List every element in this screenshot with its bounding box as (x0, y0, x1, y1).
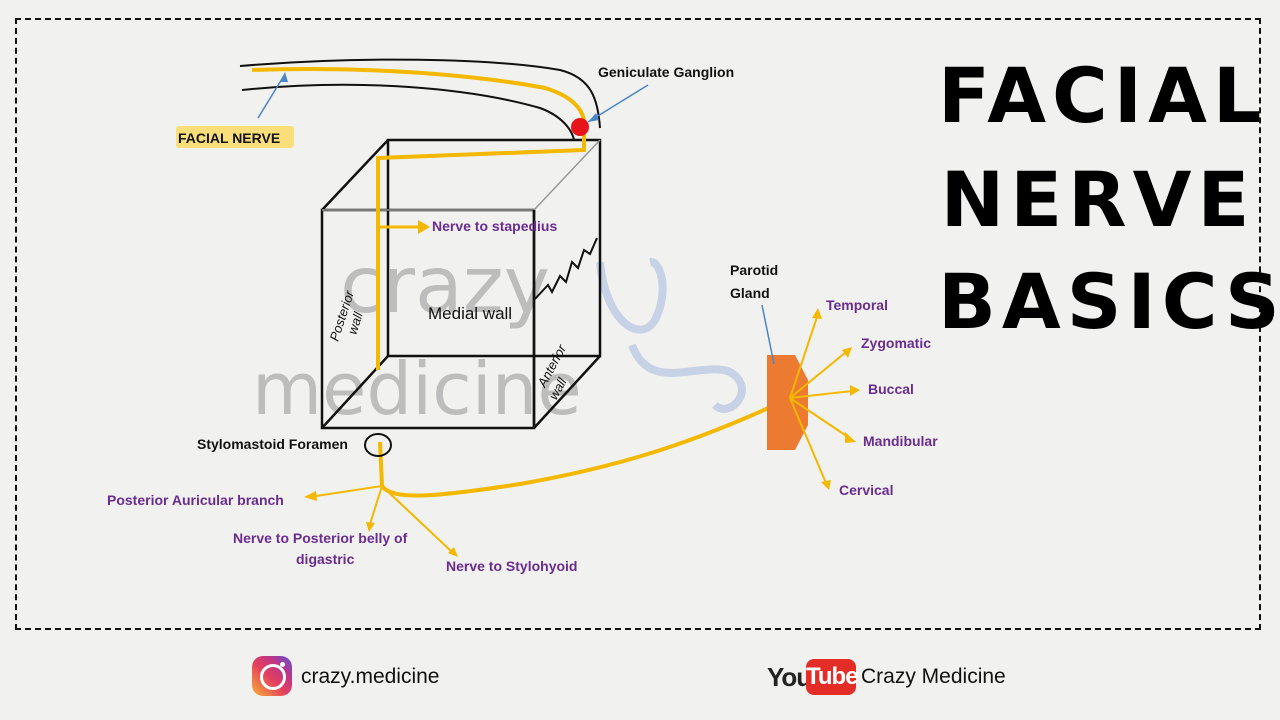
watermark-crazy: crazy (340, 241, 550, 331)
youtube-logo-tube[interactable]: Tube (806, 659, 859, 695)
temporal-label: Temporal (826, 297, 888, 313)
posterior-belly-label-1: Nerve to Posterior belly of (233, 530, 408, 546)
mandibular-arrowhead (845, 432, 856, 443)
parotid-label-2: Gland (730, 285, 770, 301)
buccal-label: Buccal (868, 381, 914, 397)
canal-lower-line (241, 83, 575, 141)
stapedius-arrowhead (418, 220, 430, 234)
title-line-2: NERVE (940, 155, 1256, 244)
digastric-arrowhead (366, 522, 375, 532)
stylohyoid-label: Nerve to Stylohyoid (446, 558, 577, 574)
parotid-gland-shape (767, 355, 808, 450)
cervical-label: Cervical (839, 482, 893, 498)
zygomatic-label: Zygomatic (861, 335, 931, 351)
svg-text:wall: wall (345, 309, 367, 336)
posterior-belly-label-2: digastric (296, 551, 355, 567)
medial-wall-label: Medial wall (428, 304, 512, 323)
stylomastoid-foramen-circle (364, 433, 392, 457)
geniculate-ganglion-dot (571, 118, 589, 136)
facial-nerve-extracranial (378, 396, 791, 498)
parotid-label-1: Parotid (730, 262, 778, 278)
instagram-handle[interactable]: crazy.medicine (301, 665, 440, 688)
posterior-auricular-label: Posterior Auricular branch (107, 492, 284, 508)
parotid-pointer (761, 304, 775, 365)
geniculate-ganglion-label: Geniculate Ganglion (598, 64, 734, 80)
nerve-to-stapedius-label: Nerve to stapedius (432, 218, 557, 234)
anterior-wall-jagged-edge (533, 237, 598, 301)
auricular-arrowhead (304, 491, 317, 501)
instagram-icon[interactable] (252, 656, 292, 696)
youtube-logo-you[interactable]: You (767, 662, 812, 692)
zygomatic-arrowhead (842, 347, 852, 358)
facial-nerve-highlight (176, 126, 294, 148)
geniculate-pointer (587, 84, 649, 123)
watermark-stethoscope (596, 258, 667, 334)
cervical-arrowhead (821, 480, 831, 490)
stylohyoid-arrowhead (448, 547, 458, 557)
watermark-medicine: medicine (252, 347, 582, 431)
title-line-3: BASICS (938, 257, 1280, 346)
terminal-branches (789, 313, 853, 484)
buccal-arrowhead (850, 385, 860, 396)
stylomastoid-foramen-label: Stylomastoid Foramen (197, 436, 348, 452)
geniculate-pointer-arrowhead (588, 113, 599, 122)
dashed-frame (15, 18, 1261, 630)
facial-nerve-label: FACIAL NERVE (178, 130, 280, 146)
mandibular-label: Mandibular (863, 433, 938, 449)
facial-nerve-pointer-arrowhead (280, 72, 288, 82)
canal-upper-line (239, 58, 601, 129)
cube-top-edges (322, 139, 601, 211)
youtube-channel-name[interactable]: Crazy Medicine (861, 665, 1006, 688)
title-line-1: FACIAL (938, 51, 1268, 140)
watermark-stethoscope-tube (628, 343, 746, 413)
lower-branches (315, 485, 453, 553)
temporal-arrowhead (812, 308, 822, 319)
